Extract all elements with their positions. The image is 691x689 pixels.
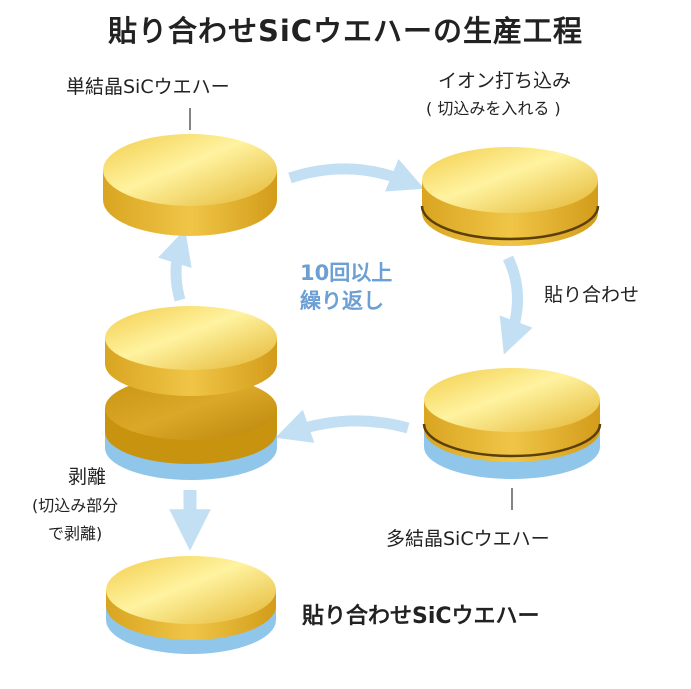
label-repeat-line1: 10回以上	[300, 261, 393, 285]
label-peel-sub2: で剥離)	[48, 524, 103, 543]
bonded-wafer-on-poly	[422, 368, 602, 479]
arrow-right-top	[288, 159, 425, 192]
arrow-up-left	[158, 229, 192, 302]
arrow-left-middle	[275, 409, 410, 443]
label-repeat-line2: 繰り返し	[300, 289, 384, 313]
diagram-title: 貼り合わせSiCウエハーの生産工程	[107, 14, 584, 48]
label-ion-implant: イオン打ち込み	[438, 70, 572, 92]
label-peel-sub1: (切込み部分	[32, 496, 119, 515]
label-ion-implant-sub: ( 切込みを入れる )	[426, 99, 561, 118]
label-single-crystal: 単結晶SiCウエハー	[66, 76, 230, 98]
label-peel: 剥離	[68, 466, 107, 488]
peeled-stack	[105, 306, 277, 480]
single-crystal-wafer	[103, 134, 277, 236]
final-bonded-wafer	[106, 556, 276, 654]
label-final-product: 貼り合わせSiCウエハー	[302, 604, 540, 629]
label-bonding: 貼り合わせ	[544, 284, 640, 306]
label-poly-crystal: 多結晶SiCウエハー	[386, 528, 550, 550]
arrow-down-right	[499, 255, 533, 355]
ion-implanted-wafer	[420, 147, 600, 246]
